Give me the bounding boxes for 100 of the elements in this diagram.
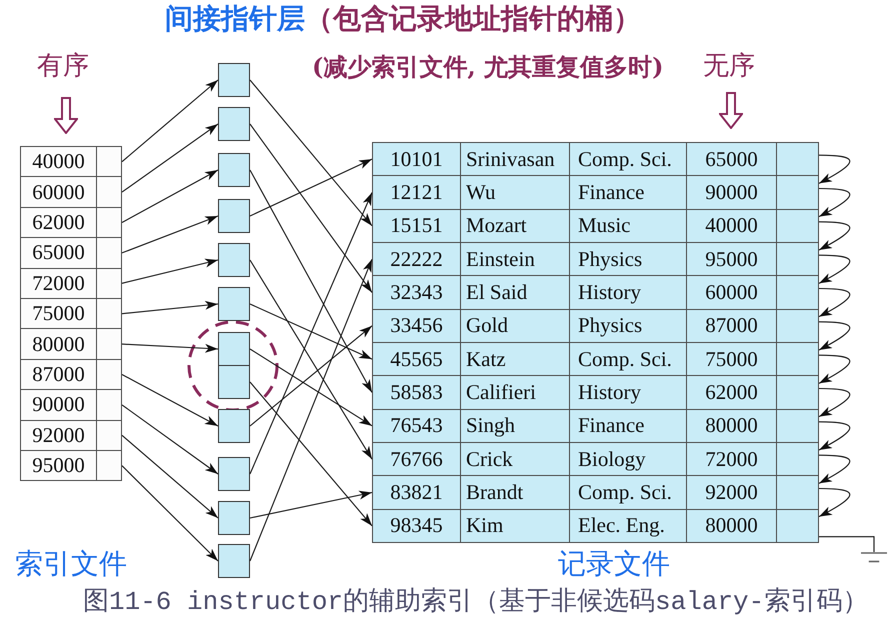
- index-row: [20, 450, 122, 482]
- index-row: [20, 206, 122, 238]
- arrow: [250, 158, 372, 216]
- arrow: [122, 344, 218, 353]
- index-row: [20, 389, 122, 421]
- record-row: [372, 442, 819, 476]
- arrow: [122, 374, 218, 426]
- curved-arrow: [818, 188, 850, 218]
- id-number: 76543: [389, 412, 444, 440]
- id-number: 83821: [389, 478, 444, 506]
- id-number: 10101: [389, 146, 444, 173]
- curved-arrow: [818, 488, 850, 518]
- record-row: [372, 508, 819, 543]
- salary-value: 60000: [31, 178, 86, 206]
- id-number: 15151: [389, 212, 444, 240]
- curved-arrow: [818, 288, 850, 318]
- curved-arrow: [818, 221, 850, 250]
- arrow: [250, 192, 372, 474]
- arrow: [250, 490, 372, 519]
- index-row: [20, 328, 122, 360]
- record-row: [372, 142, 819, 176]
- record-row: [372, 208, 819, 243]
- id-number: 12121: [389, 178, 444, 206]
- bucket-box: [218, 332, 250, 366]
- curved-arrow: [818, 321, 850, 350]
- bucket-box: [218, 107, 250, 141]
- bucket-box: [218, 501, 250, 535]
- id-number: 76766: [389, 446, 444, 473]
- bucket-box: [218, 63, 250, 97]
- salary-value: 90000: [31, 391, 86, 418]
- bucket-box: [218, 243, 250, 277]
- arrow: [122, 434, 218, 518]
- index-row: [20, 358, 122, 390]
- arrow: [250, 348, 372, 426]
- salary-value: 65000: [31, 239, 86, 266]
- salary-value: 72000: [31, 270, 86, 297]
- arrow: [250, 260, 372, 460]
- arrow: [122, 215, 218, 254]
- record-row: [372, 342, 819, 376]
- bucket-box: [218, 199, 250, 233]
- arrow: [250, 258, 372, 562]
- salary-value: 62000: [31, 208, 86, 236]
- ground-symbol: [861, 552, 887, 563]
- bucket-box: [218, 287, 250, 321]
- id-number: 98345: [389, 512, 444, 540]
- heading-note: （包含记录地址指针的桶）: [305, 2, 641, 36]
- record-row: [372, 275, 819, 310]
- record-row: [372, 475, 819, 510]
- salary-value: 75000: [31, 300, 86, 328]
- arrow: [122, 80, 218, 162]
- curved-arrow: [818, 421, 850, 450]
- index-row: [20, 146, 122, 178]
- arrow: [122, 465, 218, 562]
- arrow: [250, 382, 372, 526]
- record-row: [372, 308, 819, 343]
- note-text: (减少索引文件, 尤其重复值多时): [312, 52, 664, 82]
- id-number: 33456: [389, 312, 444, 340]
- bucket-box: [218, 457, 250, 491]
- curved-arrow: [818, 254, 850, 284]
- id-number: 45565: [389, 346, 444, 373]
- title: 间接指针层: [165, 2, 305, 36]
- arrow: [122, 300, 218, 314]
- salary-value: 95000: [31, 452, 86, 480]
- arrow: [122, 404, 218, 474]
- section-label: 记录文件: [558, 547, 670, 581]
- arrow: [250, 304, 372, 360]
- record-row: [372, 375, 819, 410]
- record-row: [372, 408, 819, 443]
- order-label: 无序: [703, 50, 755, 82]
- curved-arrow: [818, 154, 850, 184]
- arrow: [250, 325, 372, 426]
- record-row: [372, 175, 819, 210]
- id-number: 58583: [389, 378, 444, 406]
- salary-value: 92000: [31, 422, 86, 449]
- curved-arrow: [818, 454, 850, 484]
- index-row: [20, 237, 122, 269]
- index-row: [20, 268, 122, 299]
- bucket-box: [218, 153, 250, 187]
- bucket-box: [218, 544, 250, 578]
- index-row: [20, 298, 122, 330]
- salary-value: 80000: [686, 510, 776, 542]
- record-row: [372, 242, 819, 276]
- arrow: [122, 124, 218, 193]
- index-row: [20, 420, 122, 451]
- curved-arrow: [818, 388, 850, 418]
- arrow: [122, 170, 218, 223]
- section-label: 索引文件: [15, 547, 127, 581]
- order-label: 有序: [37, 50, 89, 82]
- bucket-box: [218, 365, 250, 399]
- id-number: 22222: [389, 246, 444, 273]
- salary-value: 40000: [31, 148, 86, 176]
- salary-value: 87000: [31, 360, 86, 388]
- arrow: [250, 170, 372, 393]
- id-number: 32343: [389, 278, 444, 306]
- bucket-box: [218, 409, 250, 443]
- arrow: [250, 124, 372, 293]
- connector-line: [819, 536, 875, 552]
- salary-value: 80000: [31, 330, 86, 358]
- curved-arrow: [818, 354, 850, 384]
- instructor-name: Kim: [460, 510, 569, 542]
